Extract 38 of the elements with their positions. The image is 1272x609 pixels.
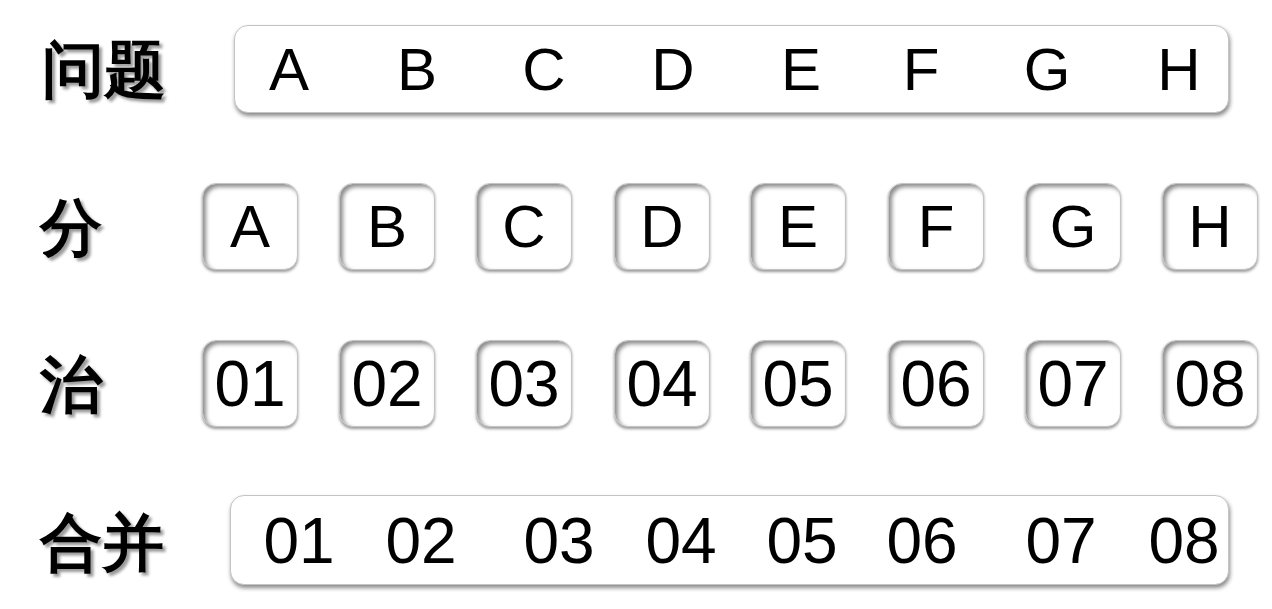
number-tile: 02	[339, 340, 435, 427]
letter-tile: B	[339, 183, 435, 270]
number-label: 04	[645, 509, 717, 573]
letter-label: A	[269, 40, 309, 100]
letter-tile: E	[750, 183, 846, 270]
letter-tile: C	[476, 183, 572, 270]
letter-label: D	[651, 40, 695, 100]
letter-label: H	[1157, 40, 1201, 100]
number-label: 06	[886, 509, 958, 573]
number-label: 01	[263, 509, 335, 573]
number-label: 02	[385, 509, 457, 573]
number-label: 08	[1148, 509, 1220, 573]
number-tile: 05	[750, 340, 846, 427]
number-tile: 03	[476, 340, 572, 427]
row-heading: 合并	[40, 512, 164, 574]
letter-tile: A	[202, 183, 298, 270]
letter-tile: H	[1162, 183, 1258, 270]
letter-label: B	[397, 40, 437, 100]
letter-tile: G	[1025, 183, 1121, 270]
number-tile: 07	[1025, 340, 1121, 427]
number-label: 05	[766, 509, 838, 573]
letter-label: E	[781, 40, 821, 100]
number-tile: 01	[202, 340, 298, 427]
letter-tile: F	[888, 183, 984, 270]
letter-label: G	[1023, 40, 1071, 100]
letter-tile: D	[614, 183, 710, 270]
row-panel	[230, 495, 1229, 585]
number-tile: 08	[1162, 340, 1258, 427]
number-label: 07	[1025, 509, 1097, 573]
row-heading: 分	[40, 197, 102, 259]
letter-label: C	[522, 40, 566, 100]
row-heading: 问题	[42, 39, 166, 101]
row-heading: 治	[40, 354, 102, 416]
row-panel	[234, 25, 1229, 113]
letter-label: F	[902, 40, 940, 100]
number-tile: 04	[614, 340, 710, 427]
number-label: 03	[523, 509, 595, 573]
number-tile: 06	[888, 340, 984, 427]
